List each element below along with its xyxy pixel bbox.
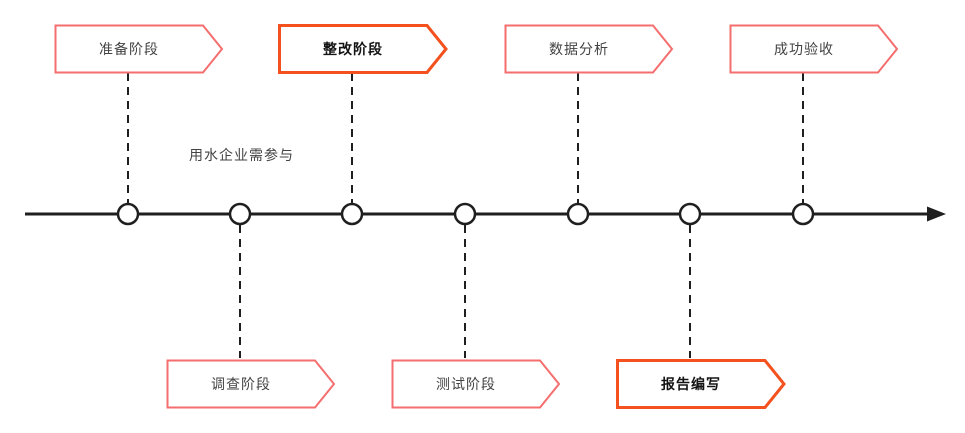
milestone-label: 整改阶段 (323, 41, 383, 57)
milestone-label: 准备阶段 (99, 41, 159, 57)
timeline-node[interactable] (116, 202, 140, 226)
pentagon-outline (504, 24, 674, 74)
pentagon-outline (391, 359, 561, 409)
pentagon-outline (166, 359, 336, 409)
milestone-label: 测试阶段 (436, 376, 496, 392)
milestone-label: 调查阶段 (211, 376, 271, 392)
milestone-shape-3[interactable]: 整改阶段 (278, 24, 448, 74)
milestone-shape-2[interactable]: 调查阶段 (166, 359, 336, 409)
pentagon-outline (729, 24, 899, 74)
pentagon-outline (278, 24, 448, 74)
timeline-node[interactable] (566, 202, 590, 226)
timeline-arrowhead-icon (927, 206, 946, 222)
timeline-node[interactable] (228, 202, 252, 226)
milestone-label: 成功验收 (774, 41, 834, 57)
annotation-text: 用水企业需参与 (189, 147, 294, 163)
milestone-shape-1[interactable]: 准备阶段 (54, 24, 224, 74)
timeline-node[interactable] (453, 202, 477, 226)
milestone-shape-4[interactable]: 测试阶段 (391, 359, 561, 409)
milestone-label: 数据分析 (549, 41, 609, 57)
pentagon-outline (54, 24, 224, 74)
milestone-shape-5[interactable]: 数据分析 (504, 24, 674, 74)
timeline-node[interactable] (340, 202, 364, 226)
milestone-shape-7[interactable]: 成功验收 (729, 24, 899, 74)
pentagon-outline (616, 359, 786, 409)
milestone-label: 报告编写 (661, 376, 721, 392)
timeline-node[interactable] (678, 202, 702, 226)
milestone-shape-6[interactable]: 报告编写 (616, 359, 786, 409)
timeline-node[interactable] (791, 202, 815, 226)
